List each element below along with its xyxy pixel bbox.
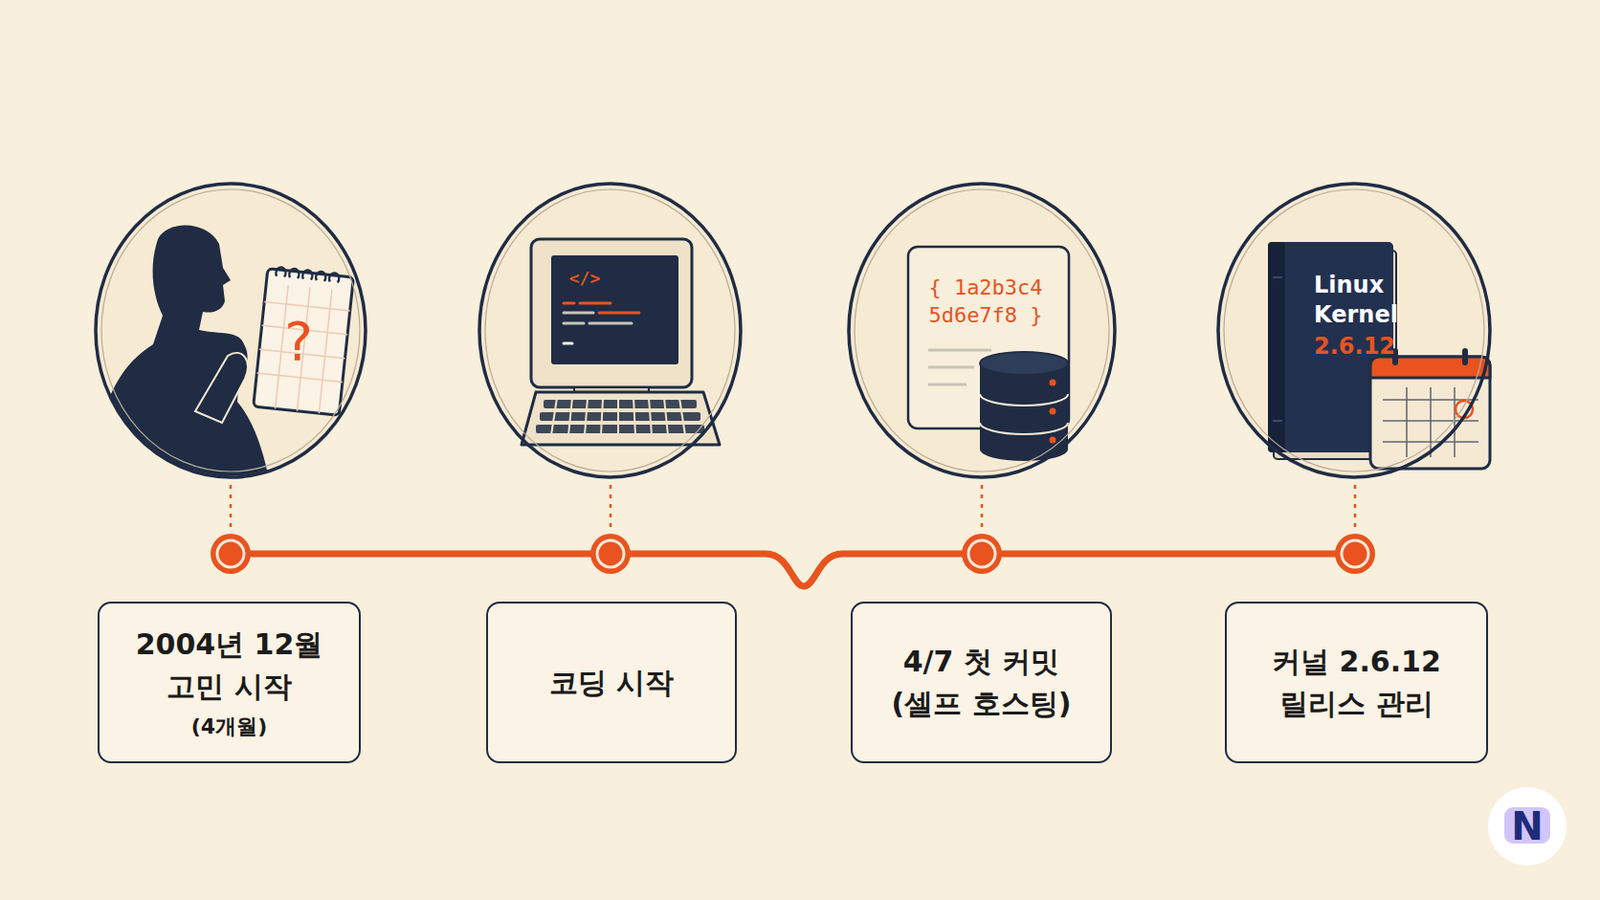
circle-fill <box>846 182 1117 480</box>
logo-letter: N <box>1498 800 1556 854</box>
illustration-text: 2.6.12 <box>1313 332 1406 361</box>
leader-line <box>230 485 1356 533</box>
box-text: 2004년 12월 고민 시작 <box>126 623 333 709</box>
computer-icon <box>521 239 720 445</box>
illustration-text: { 1a2b3c4 5d6e7f8 } <box>918 273 1053 330</box>
illustration-circle: { 1a2b3c4 5d6e7f8 } <box>846 181 1117 480</box>
calendar-icon <box>253 266 355 416</box>
timeline-box: 4/7 첫 커밋 (셀프 호스팅) <box>850 601 1112 764</box>
illustration-circle: ? <box>93 181 368 480</box>
illustration-circle: </> <box>477 181 743 480</box>
illustration-text: Linux Kernel <box>1313 270 1406 331</box>
logo-badge <box>1488 787 1567 867</box>
circle-outline <box>1216 181 1492 480</box>
illustration-text: </> <box>555 267 614 289</box>
box-text: 코딩 시작 <box>549 662 674 705</box>
illustration-text: ? <box>269 311 328 373</box>
timeline-box: 코딩 시작 <box>486 601 737 764</box>
box-text: (4개월) <box>191 711 267 743</box>
circle-outline <box>477 181 743 480</box>
thinking-person <box>91 225 270 484</box>
timeline-line <box>230 554 1356 587</box>
circle-fill <box>1216 182 1492 480</box>
circle-fill <box>478 182 743 480</box>
timeline-box: 커널 2.6.12 릴리스 관리 <box>1224 601 1489 764</box>
box-text: 커널 2.6.12 릴리스 관리 <box>1253 641 1460 726</box>
timeline-box: 2004년 12월 고민 시작(4개월) <box>97 601 361 764</box>
illustration-circle: Linux Kernel2.6.12 <box>1216 181 1492 480</box>
timeline-dot <box>210 533 1376 575</box>
circle-outline <box>846 181 1117 480</box>
database-icon <box>979 352 1068 462</box>
circle-outline <box>93 181 368 480</box>
box-text: 4/7 첫 커밋 (셀프 호스팅) <box>878 641 1085 726</box>
